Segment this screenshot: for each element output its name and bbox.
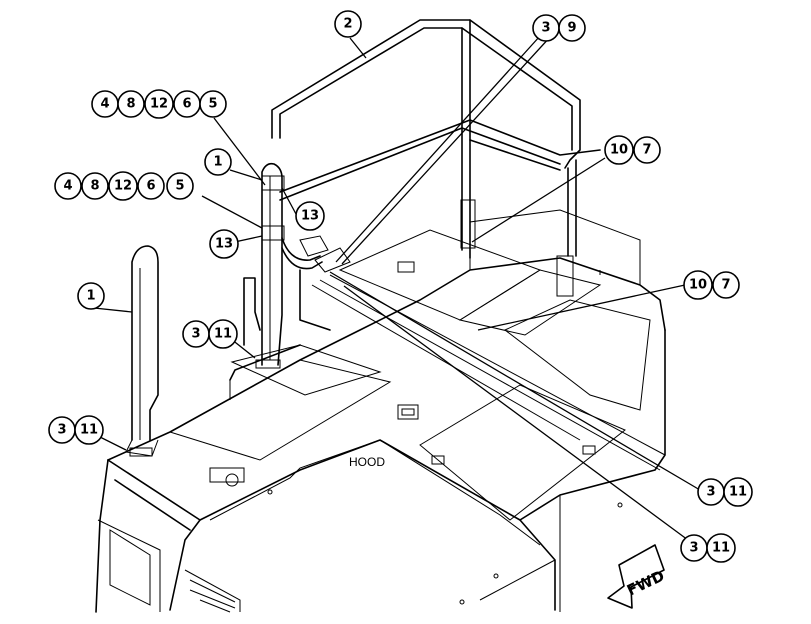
callout-1-upper: 1 xyxy=(204,148,232,176)
svg-text:5: 5 xyxy=(175,179,184,194)
svg-text:10: 10 xyxy=(689,278,707,293)
svg-text:3: 3 xyxy=(706,485,715,500)
svg-text:4: 4 xyxy=(63,179,72,194)
svg-text:3: 3 xyxy=(191,327,200,342)
svg-text:11: 11 xyxy=(729,485,747,500)
svg-text:3: 3 xyxy=(689,541,698,556)
svg-text:8: 8 xyxy=(126,97,135,112)
svg-text:9: 9 xyxy=(567,21,576,36)
svg-text:1: 1 xyxy=(86,289,95,304)
callout-4-8-12-6-5-top: 4 8 12 6 5 xyxy=(91,89,227,119)
svg-text:3: 3 xyxy=(541,21,550,36)
callout-3-9: 3 9 xyxy=(532,14,586,42)
grab-handle-middle xyxy=(243,162,351,369)
hood-label: HOOD xyxy=(349,455,385,469)
fwd-label: FWD xyxy=(624,567,667,600)
tread-plates xyxy=(168,229,651,521)
access-latches xyxy=(209,261,596,483)
svg-text:12: 12 xyxy=(150,97,168,112)
fwd-arrow: FWD xyxy=(607,544,667,609)
callout-13-left: 13 xyxy=(209,229,239,259)
svg-text:12: 12 xyxy=(114,179,132,194)
callout-13-right: 13 xyxy=(295,201,325,231)
svg-text:2: 2 xyxy=(343,17,352,32)
callout-3-11-left: 3 11 xyxy=(48,415,104,445)
callout-3-11-right: 3 11 xyxy=(697,477,753,507)
svg-text:7: 7 xyxy=(642,143,651,158)
svg-text:4: 4 xyxy=(100,97,109,112)
svg-text:11: 11 xyxy=(214,327,232,342)
callout-10-7-upper: 10 7 xyxy=(604,135,661,165)
svg-text:11: 11 xyxy=(712,541,730,556)
callout-3-11-bottom: 3 11 xyxy=(680,533,736,563)
callout-1-lower: 1 xyxy=(77,282,105,310)
callout-10-7-lower: 10 7 xyxy=(683,270,740,300)
guard-rail xyxy=(271,19,601,297)
svg-text:13: 13 xyxy=(301,209,319,224)
svg-text:7: 7 xyxy=(721,278,730,293)
callout-4-8-12-6-5-mid: 4 8 12 6 5 xyxy=(54,171,194,201)
grab-handle-left xyxy=(125,245,159,457)
svg-text:3: 3 xyxy=(57,423,66,438)
machine-body xyxy=(95,209,666,613)
svg-text:6: 6 xyxy=(146,179,155,194)
svg-text:11: 11 xyxy=(80,423,98,438)
svg-text:6: 6 xyxy=(182,97,191,112)
svg-text:13: 13 xyxy=(215,237,233,252)
callout-2: 2 xyxy=(334,10,362,38)
svg-text:1: 1 xyxy=(213,155,222,170)
svg-text:10: 10 xyxy=(610,143,628,158)
svg-text:8: 8 xyxy=(90,179,99,194)
svg-text:5: 5 xyxy=(208,97,217,112)
callout-3-11-mid: 3 11 xyxy=(182,319,238,349)
